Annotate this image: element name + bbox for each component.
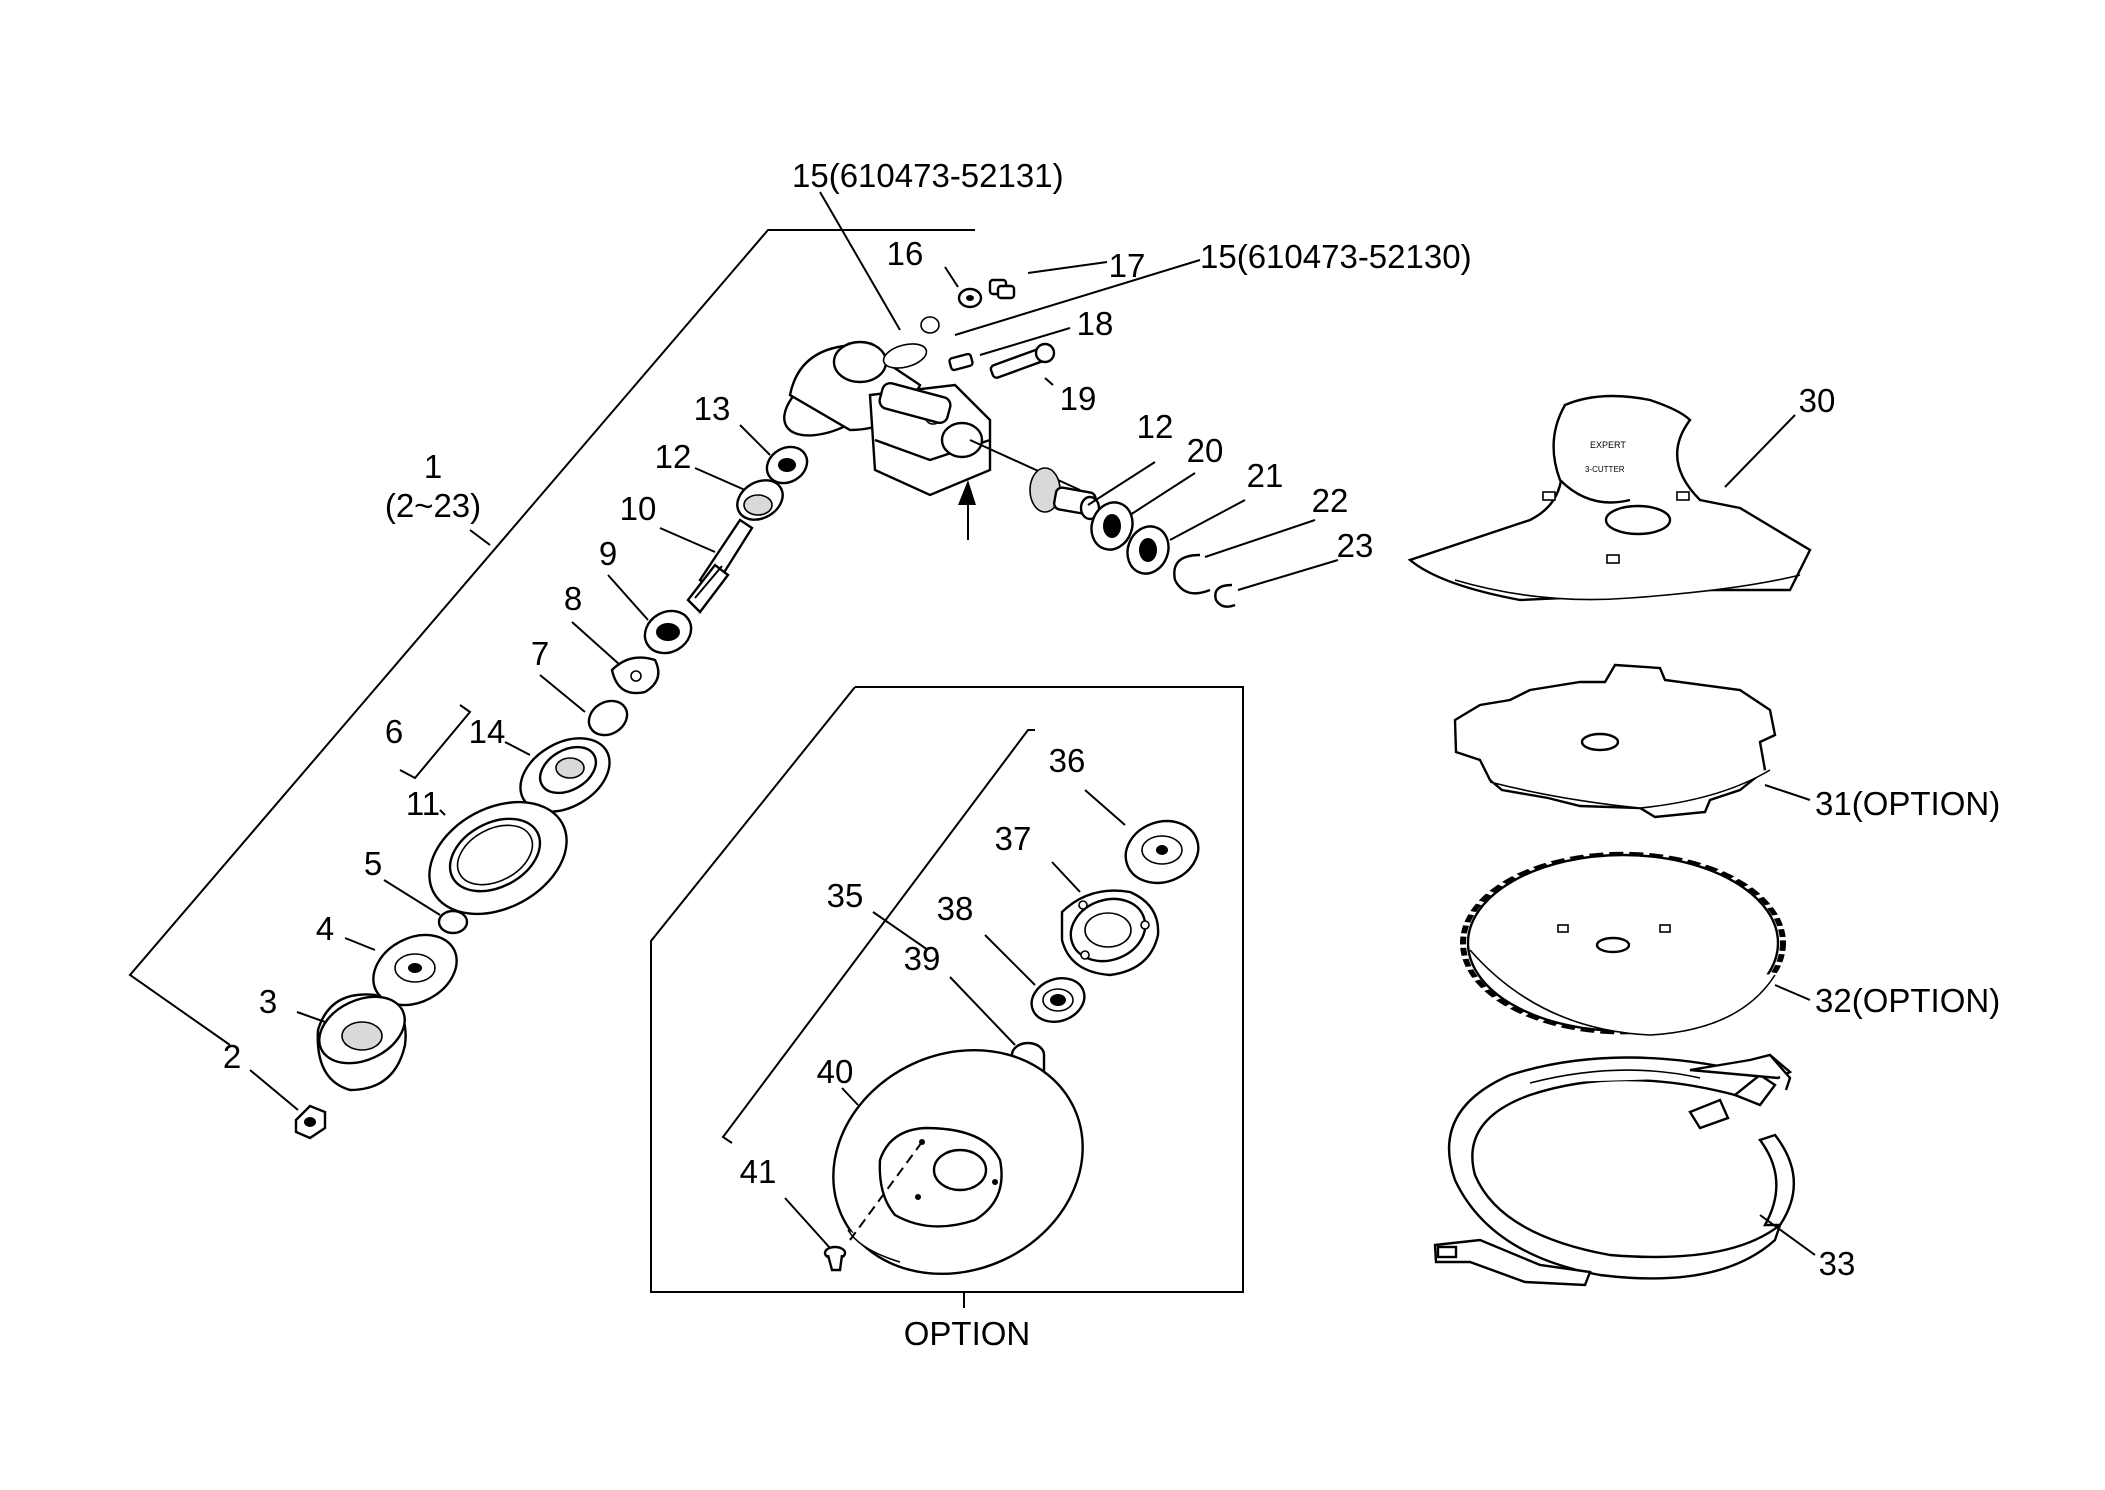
label-6: 6 (385, 713, 403, 750)
shaft-10 (686, 518, 754, 614)
blade-32 (1460, 851, 1786, 1036)
label-1-range: (2~23) (385, 487, 481, 524)
holder-4 (372, 933, 458, 1007)
gear-12a (736, 479, 784, 521)
label-12b: 12 (1137, 408, 1174, 445)
assembly-bracket (128, 229, 975, 1046)
leader-lines (249, 191, 1816, 1256)
circlip-23 (1214, 583, 1236, 608)
disc-40 (832, 1048, 1084, 1276)
holder-37 (1060, 889, 1160, 977)
label-38: 38 (937, 890, 974, 927)
label-2: 2 (223, 1038, 241, 1075)
label-22: 22 (1312, 482, 1349, 519)
bearing-21 (1126, 525, 1170, 575)
option-bracket (721, 729, 1035, 1144)
label-5: 5 (364, 845, 382, 882)
bearing-9 (643, 609, 693, 655)
label-3: 3 (259, 983, 277, 1020)
nut-2 (294, 1104, 327, 1140)
label-13: 13 (694, 390, 731, 427)
callout-labels: 1 (2~23) 2 3 4 5 6 7 8 9 10 11 12 12 13 … (223, 157, 2000, 1352)
bearing-38 (1030, 977, 1086, 1023)
gear-12b (1029, 467, 1101, 521)
label-30: 30 (1799, 382, 1836, 419)
label-12a: 12 (655, 438, 692, 475)
label-35: 35 (827, 877, 864, 914)
label-21: 21 (1247, 457, 1284, 494)
bolt-18 (948, 352, 974, 372)
circlip-7 (587, 699, 629, 737)
svg-text:3-CUTTER: 3-CUTTER (1585, 465, 1625, 474)
bearing-13 (765, 445, 809, 485)
blade-31 (1453, 663, 1777, 819)
bearing-20 (1090, 501, 1134, 551)
holder-14 (519, 737, 611, 813)
label-23: 23 (1337, 527, 1374, 564)
blade-30: EXPERT 3-CUTTER (1407, 394, 1812, 602)
label-18: 18 (1077, 305, 1114, 342)
label-37: 37 (995, 820, 1032, 857)
svg-text:EXPERT: EXPERT (1590, 440, 1626, 450)
bolt-17 (988, 278, 1016, 300)
label-20: 20 (1187, 432, 1224, 469)
option-label: OPTION (904, 1315, 1031, 1352)
label-9: 9 (599, 535, 617, 572)
label-32: 32(OPTION) (1815, 982, 2000, 1019)
label-10: 10 (620, 490, 657, 527)
label-41: 41 (740, 1153, 777, 1190)
label-39: 39 (904, 940, 941, 977)
label-31: 31(OPTION) (1815, 785, 2000, 822)
o-ring-5 (437, 909, 469, 935)
label-1: 1 (424, 448, 442, 485)
washer-36 (1124, 819, 1200, 885)
label-8: 8 (564, 580, 582, 617)
bolt-19 (989, 342, 1056, 379)
circlip-22 (1173, 553, 1211, 595)
label-17: 17 (1109, 247, 1146, 284)
label-19: 19 (1060, 380, 1097, 417)
cover-3 (316, 993, 407, 1092)
direction-arrow (958, 480, 976, 540)
label-4: 4 (316, 910, 334, 947)
label-16: 16 (887, 235, 924, 272)
option-frame (650, 686, 1244, 1308)
circlip-15a (882, 316, 940, 369)
cover-11 (428, 800, 568, 916)
label-36: 36 (1049, 742, 1086, 779)
washer-8 (610, 656, 660, 695)
label-14: 14 (469, 713, 506, 750)
label-7: 7 (531, 635, 549, 672)
label-40: 40 (817, 1053, 854, 1090)
label-15b: 15(610473-52130) (1200, 238, 1472, 275)
label-11: 11 (406, 785, 440, 822)
washer-16 (957, 287, 983, 309)
screw-41 (823, 1245, 847, 1272)
label-15a: 15(610473-52131) (792, 157, 1064, 194)
guard-33 (1433, 1053, 1796, 1287)
label-33: 33 (1819, 1245, 1856, 1282)
